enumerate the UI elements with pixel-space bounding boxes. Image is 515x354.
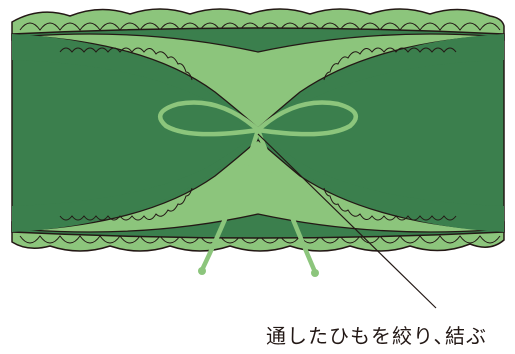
ribbon-bow-icon — [157, 100, 359, 275]
cord-end-right — [311, 269, 319, 277]
gathered-fabric — [12, 33, 504, 233]
leader-line — [257, 133, 437, 309]
annotation-label: 通したひもを絞り､結ぶ — [266, 324, 487, 348]
cord-end-left — [198, 267, 206, 275]
